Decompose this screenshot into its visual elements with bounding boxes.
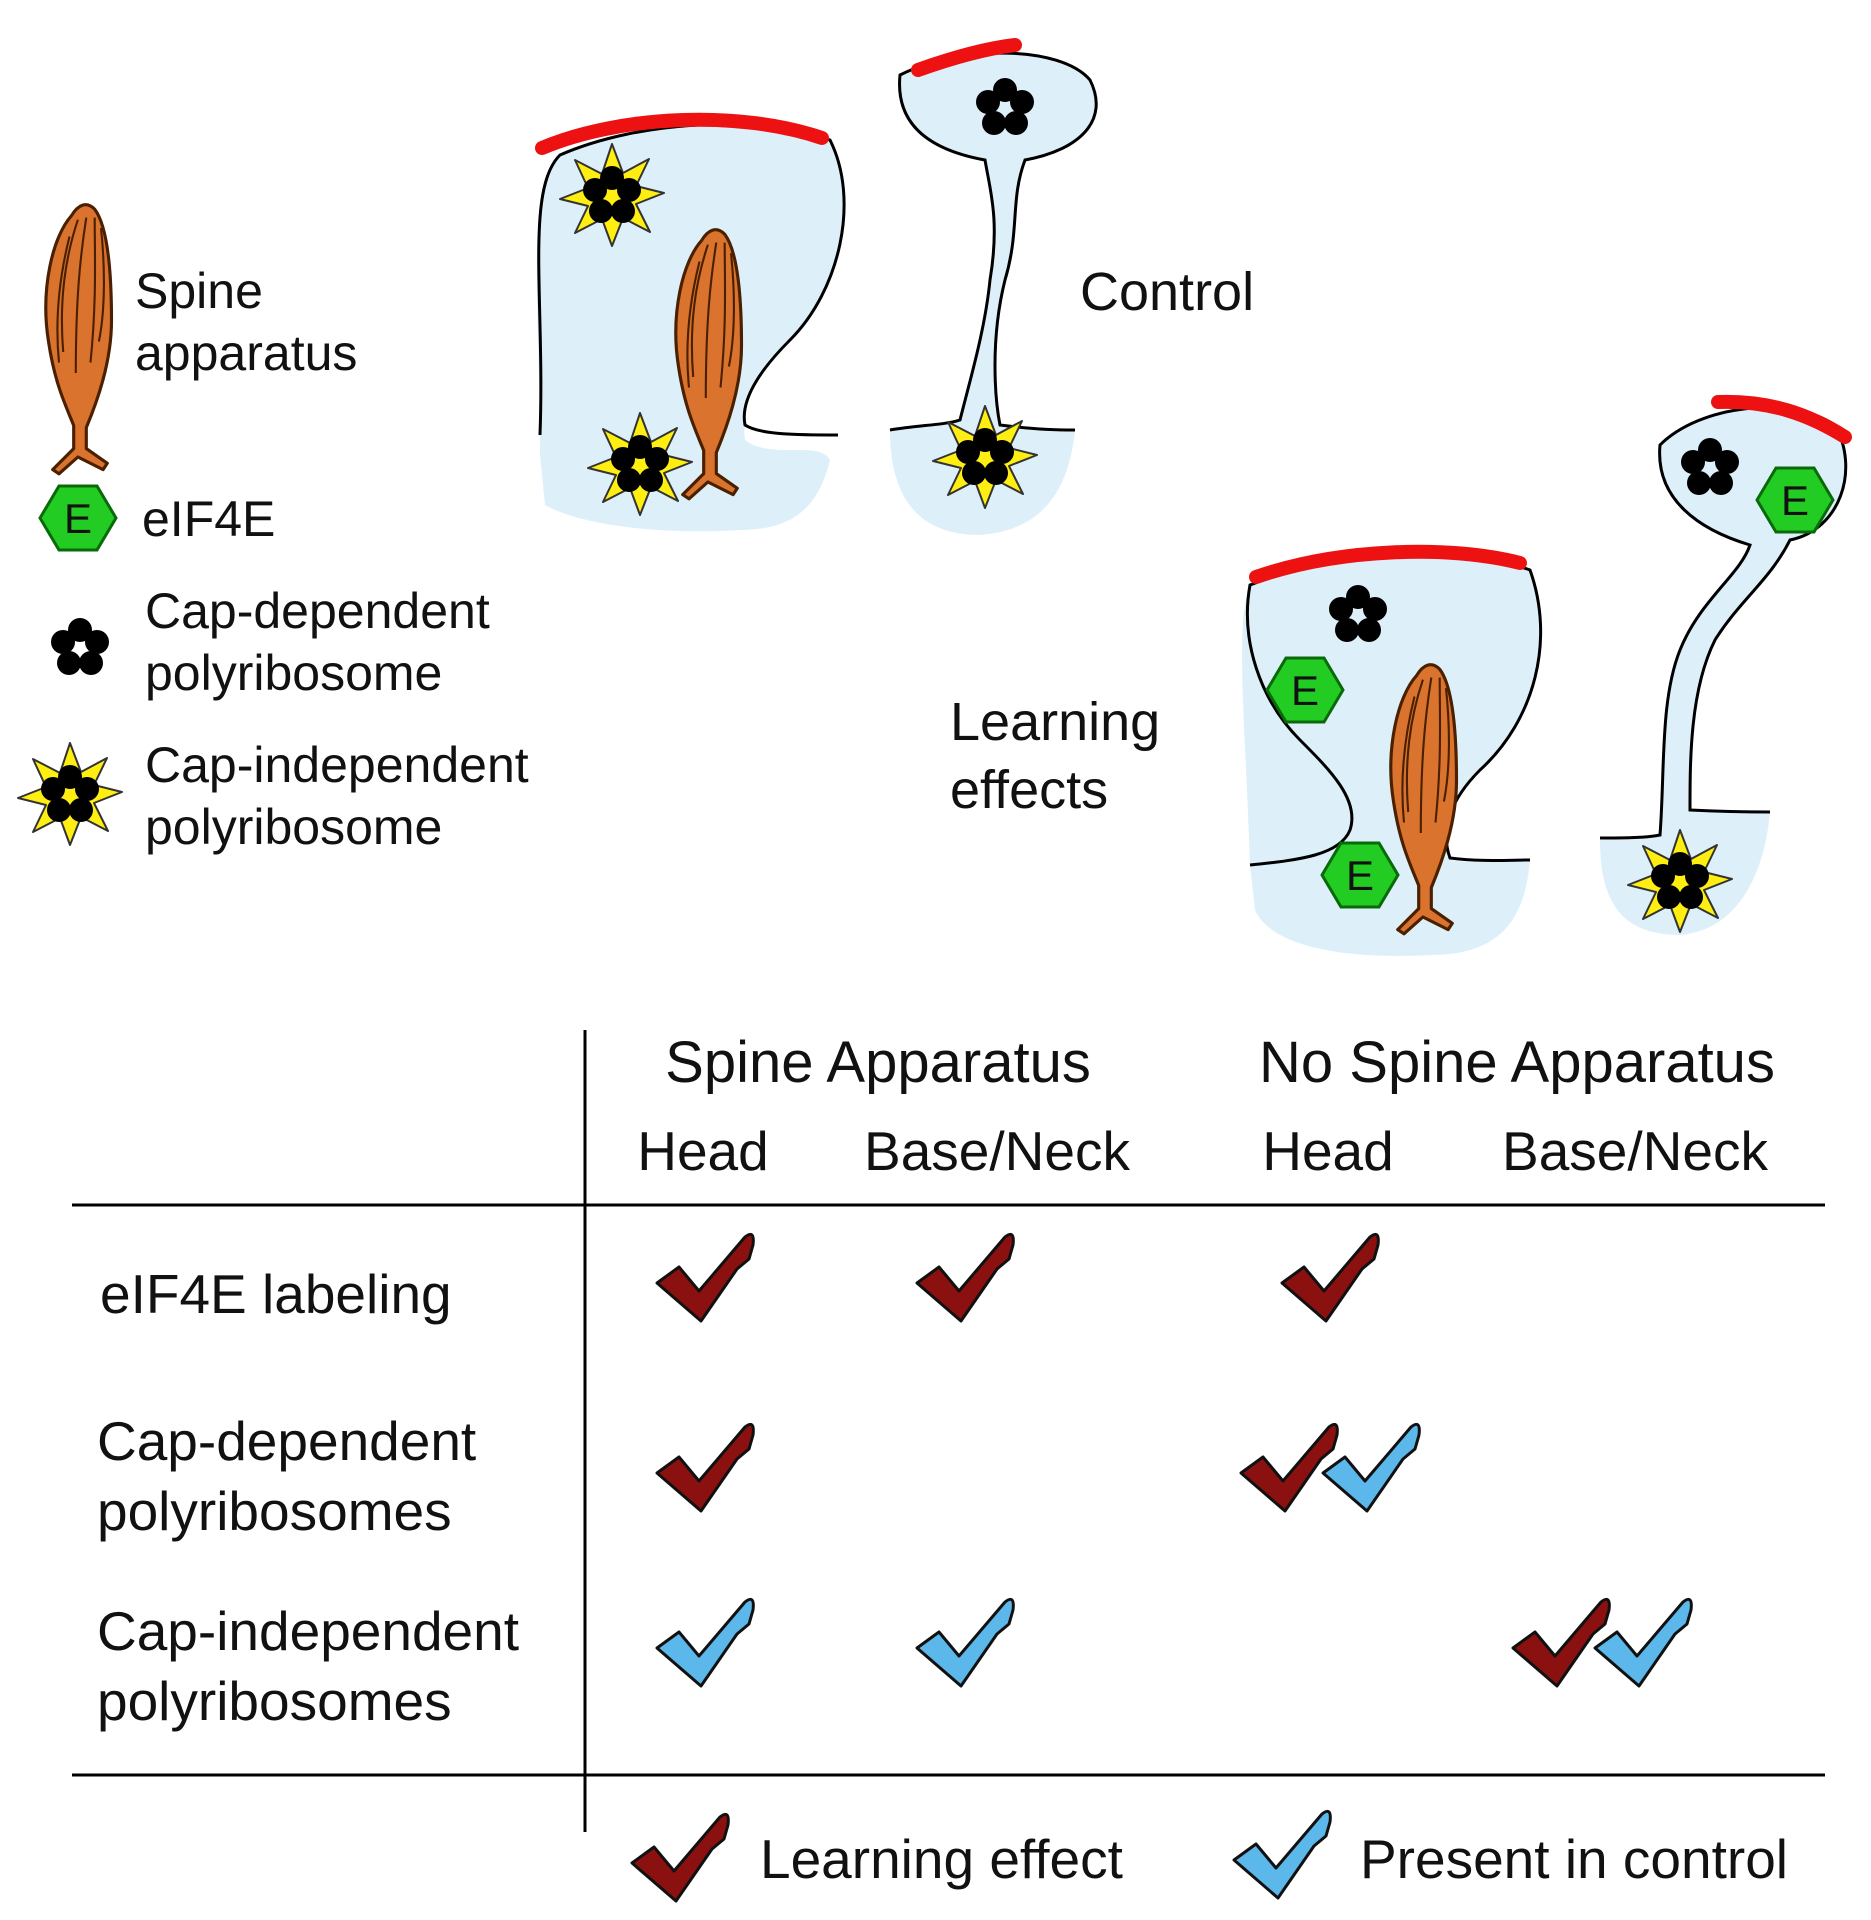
learning-spine-without-apparatus: E — [1599, 394, 1852, 936]
legend-cap-independent-line2: polyribosome — [145, 799, 442, 855]
legend: Spine apparatus E eIF4E Cap-dependent po… — [17, 203, 529, 855]
eif4e-icon: E — [38, 484, 118, 552]
legend-cap-independent-line1: Cap-independent — [145, 737, 529, 793]
key-learning-effect: Learning effect — [760, 1828, 1123, 1890]
legend-spine-apparatus-line2: apparatus — [135, 325, 357, 381]
control-spines: Control — [535, 38, 1254, 536]
cap-independent-polyribosome-icon — [17, 742, 123, 846]
control-check-row3-sa-base-neck — [915, 1597, 1015, 1688]
learning-eif4e-head-letter: E — [1291, 667, 1319, 714]
legend-spine-apparatus-line1: Spine — [135, 263, 263, 319]
check-marks — [655, 1232, 1693, 1688]
learning-spines: Learning effects E E — [950, 394, 1852, 956]
row-label-cap-dependent-line1: Cap-dependent — [97, 1410, 476, 1472]
group-header-no-spine-apparatus: No Spine Apparatus — [1259, 1030, 1775, 1095]
subheader-sa-base-neck: Base/Neck — [864, 1120, 1130, 1182]
control-label: Control — [1080, 262, 1254, 322]
subheader-sa-head: Head — [637, 1120, 768, 1182]
control-check-row3-sa-head — [655, 1597, 755, 1688]
row-label-cap-dependent-line2: polyribosomes — [97, 1480, 452, 1542]
learning-check-row1-sa-head — [655, 1232, 755, 1323]
legend-cap-dependent-line2: polyribosome — [145, 645, 442, 701]
check-key: Learning effect Present in control — [630, 1809, 1788, 1903]
subheader-nosa-head: Head — [1262, 1120, 1393, 1182]
learning-check-row2-nosa-head — [1239, 1422, 1339, 1513]
learning-eif4e-thin-letter: E — [1781, 477, 1809, 524]
learning-spine-with-apparatus: E E — [1242, 544, 1543, 956]
spine-apparatus-icon — [44, 203, 114, 476]
legend-eif4e: eIF4E — [142, 491, 275, 547]
subheader-nosa-base-neck: Base/Neck — [1502, 1120, 1768, 1182]
learning-eif4e-base-letter: E — [1346, 852, 1374, 899]
key-present-in-control: Present in control — [1360, 1828, 1788, 1890]
learning-label-line2: effects — [950, 760, 1108, 820]
eif4e-icon-letter: E — [64, 495, 92, 542]
control-spine-with-apparatus — [535, 112, 846, 532]
legend-cap-dependent-line1: Cap-dependent — [145, 583, 490, 639]
learning-label-line1: Learning — [950, 692, 1160, 752]
learning-effect-check-icon — [630, 1812, 730, 1903]
control-spine-without-apparatus — [889, 38, 1098, 536]
learning-check-row3-nosa-base-neck — [1511, 1597, 1611, 1688]
learning-check-row1-nosa-head — [1280, 1232, 1380, 1323]
row-label-cap-independent-line2: polyribosomes — [97, 1670, 452, 1732]
learning-check-row2-sa-head — [655, 1422, 755, 1513]
present-in-control-check-icon — [1232, 1809, 1332, 1900]
cap-dependent-polyribosome-icon — [51, 618, 109, 675]
row-label-cap-independent-line1: Cap-independent — [97, 1600, 519, 1662]
summary-table: Spine Apparatus No Spine Apparatus Head … — [72, 1030, 1825, 1832]
learning-check-row1-sa-base-neck — [915, 1232, 1015, 1323]
row-label-eif4e: eIF4E labeling — [100, 1263, 452, 1325]
group-header-spine-apparatus: Spine Apparatus — [665, 1030, 1091, 1095]
